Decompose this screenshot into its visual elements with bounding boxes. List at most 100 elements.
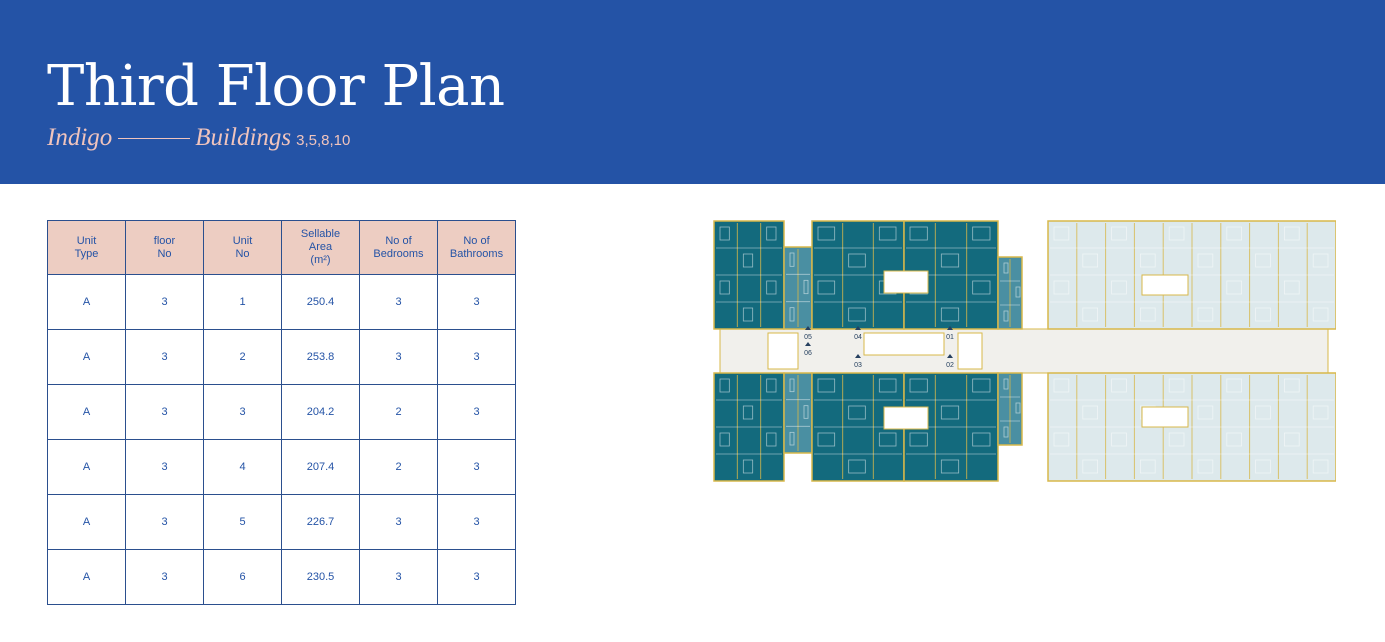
- cell-unit-no: 5: [203, 494, 282, 550]
- furniture: [909, 226, 928, 241]
- furniture: [1053, 226, 1070, 241]
- cell-floor-no: 3: [125, 384, 204, 440]
- cell-bathrooms: 3: [437, 384, 516, 440]
- header-banner: Third Floor Plan Indigo Buildings 3,5,8,…: [0, 0, 1385, 184]
- cell-floor-no: 3: [125, 274, 204, 330]
- furniture: [1003, 378, 1009, 390]
- header-text: Type: [74, 247, 99, 260]
- cell-floor-no: 3: [125, 549, 204, 605]
- subtitle-divider: [118, 138, 191, 139]
- furniture: [1226, 226, 1242, 241]
- furniture: [803, 279, 809, 295]
- unit-number-label: 01: [946, 334, 954, 341]
- furniture: [940, 459, 960, 474]
- unit-number-label: 06: [804, 350, 812, 357]
- furniture: [817, 280, 836, 295]
- furniture: [817, 378, 836, 393]
- furniture: [909, 432, 928, 447]
- furniture: [972, 280, 991, 295]
- entry-arrow-icon: [805, 342, 811, 346]
- furniture: [1197, 307, 1214, 322]
- furniture: [1284, 226, 1300, 241]
- furniture: [742, 307, 754, 322]
- cell-bathrooms: 3: [437, 329, 516, 385]
- cell-unit-type: A: [47, 329, 126, 385]
- faded-core: [1141, 406, 1189, 428]
- furniture: [1168, 378, 1185, 393]
- furniture: [803, 405, 809, 419]
- header-text: No of: [463, 234, 490, 247]
- furniture: [1053, 280, 1070, 295]
- furniture: [848, 253, 866, 268]
- stair-core: [767, 332, 799, 370]
- cell-unit-type: A: [47, 439, 126, 495]
- unit-number-label: 02: [946, 362, 954, 369]
- furniture: [719, 432, 730, 447]
- cell-unit-type: A: [47, 549, 126, 605]
- furniture: [1082, 405, 1098, 420]
- furniture: [1111, 226, 1127, 241]
- furniture: [1255, 307, 1271, 322]
- furniture: [848, 307, 866, 322]
- entry-arrow-icon: [805, 326, 811, 330]
- header-text: floor: [153, 234, 176, 247]
- furniture: [1312, 459, 1329, 474]
- cell-unit-no: 6: [203, 549, 282, 605]
- header-text: No of: [385, 234, 412, 247]
- furniture: [766, 226, 777, 241]
- furniture: [766, 280, 777, 295]
- furniture: [789, 307, 795, 322]
- unit-number-label: 03: [854, 362, 862, 369]
- furniture: [848, 405, 866, 420]
- furniture: [817, 432, 836, 447]
- faded-core: [1141, 274, 1189, 296]
- entry-arrow-icon: [947, 354, 953, 358]
- cell-unit-no: 1: [203, 274, 282, 330]
- furniture: [1255, 405, 1271, 420]
- header-text: Bathrooms: [449, 247, 504, 260]
- unit-number-label: 04: [854, 334, 862, 341]
- furniture: [848, 459, 866, 474]
- header-text: Area: [308, 241, 333, 253]
- cell-floor-no: 3: [125, 439, 204, 495]
- cell-bathrooms: 3: [437, 274, 516, 330]
- furniture: [1168, 432, 1185, 447]
- furniture: [878, 378, 897, 393]
- furniture: [1003, 310, 1009, 322]
- furniture: [1197, 459, 1214, 474]
- furniture: [742, 405, 754, 420]
- lift-lobby: [863, 332, 945, 356]
- furniture: [1197, 253, 1214, 268]
- furniture: [1139, 253, 1156, 268]
- cell-bathrooms: 3: [437, 494, 516, 550]
- entry-arrow-icon: [855, 326, 861, 330]
- header-text: No: [157, 247, 172, 260]
- cell-bedrooms: 3: [359, 494, 438, 550]
- furniture: [1226, 432, 1242, 447]
- furniture: [1139, 459, 1156, 474]
- furniture: [940, 253, 960, 268]
- furniture: [972, 226, 991, 241]
- header-text: Unit: [232, 234, 253, 247]
- furniture: [972, 378, 991, 393]
- furniture: [1255, 253, 1271, 268]
- corridor: [719, 328, 1329, 374]
- cell-unit-type: A: [47, 384, 126, 440]
- cell-unit-no: 2: [203, 329, 282, 385]
- cell-unit-type: A: [47, 494, 126, 550]
- furniture: [1053, 432, 1070, 447]
- cell-bathrooms: 3: [437, 439, 516, 495]
- furniture: [878, 226, 897, 241]
- furniture: [1015, 286, 1021, 298]
